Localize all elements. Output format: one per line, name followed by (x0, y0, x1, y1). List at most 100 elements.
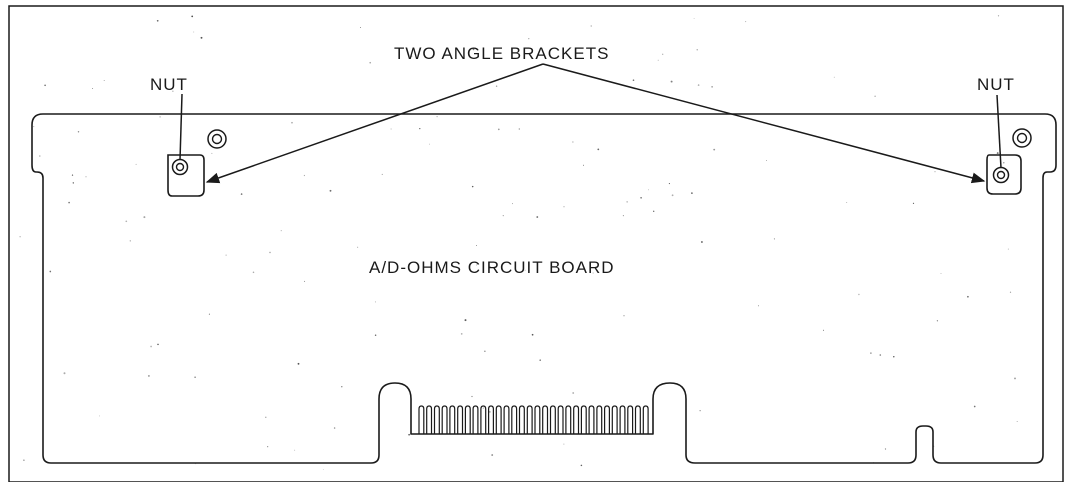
connector-finger (418, 405, 425, 434)
speckle-dot (252, 271, 255, 274)
speckle-dot (333, 427, 336, 429)
speckle-dot (622, 215, 624, 217)
left-nut-outer (171, 158, 189, 176)
speckle-dot (592, 272, 594, 274)
speckle-dot (874, 95, 876, 97)
speckle-dot (893, 355, 895, 358)
speckle-dot (932, 445, 935, 447)
speckle-dot (475, 264, 477, 266)
speckle-dot (471, 185, 474, 188)
scan-speckle (19, 15, 1018, 470)
speckle-dot (23, 459, 25, 461)
right-nut-inner (996, 170, 1006, 180)
speckle-dot (696, 49, 698, 51)
nut-right-label: NUT (977, 75, 1015, 94)
speckle-dot (491, 454, 494, 456)
speckle-dot (451, 264, 453, 267)
callout-arrow-left (205, 63, 544, 184)
speckle-dot (419, 128, 421, 130)
nut-left-label: NUT (150, 75, 188, 94)
speckle-dot (757, 305, 760, 307)
speckle-dot (870, 352, 872, 354)
speckle-dot (44, 84, 46, 87)
right-bracket-body (986, 154, 1022, 195)
speckle-dot (531, 333, 534, 336)
speckle-dot (291, 121, 293, 124)
speckle-dot (63, 372, 66, 375)
speckle-dot (194, 376, 196, 378)
brackets-callout-label: TWO ANGLE BRACKETS (394, 44, 610, 63)
speckle-dot (700, 241, 703, 243)
speckle-dot (211, 152, 213, 154)
speckle-dot (583, 164, 584, 166)
left-nut-inner (175, 162, 185, 172)
speckle-dot (99, 415, 100, 417)
left-bracket-body (167, 154, 205, 197)
speckle-dot (766, 160, 768, 162)
connector-finger (426, 405, 433, 434)
speckle-dot (33, 126, 35, 128)
page-frame (8, 5, 1064, 482)
speckle-dot (429, 143, 430, 145)
connector-finger (565, 405, 572, 434)
callout-arrow-right (542, 63, 986, 184)
speckle-dot (150, 345, 153, 348)
speckle-dot (626, 201, 628, 203)
speckle-dot (884, 448, 887, 450)
speckle-dot (408, 433, 410, 436)
speckle-dot (482, 407, 485, 409)
speckle-dot (49, 270, 52, 273)
speckle-dot (653, 210, 655, 212)
right-nut-outer (992, 166, 1010, 184)
speckle-dot (72, 182, 74, 184)
speckle-dot (147, 374, 150, 377)
speckle-dot (390, 128, 392, 130)
speckle-dot (488, 265, 491, 268)
speckle-dot (280, 230, 282, 232)
speckle-dot (773, 238, 775, 240)
board-name-label: A/D-OHMS CIRCUIT BOARD (369, 258, 615, 277)
connector-finger (634, 405, 641, 434)
speckle-dot (648, 189, 649, 191)
speckle-dot (77, 131, 80, 133)
speckle-dot (934, 171, 936, 173)
connector-finger (611, 405, 618, 434)
speckle-dot (240, 193, 243, 195)
speckle-dot (640, 196, 642, 199)
speckle-dot (341, 386, 343, 388)
speckle-dot (159, 116, 161, 118)
speckle-dot (374, 301, 376, 303)
speckle-dot (713, 148, 716, 151)
speckle-dot (936, 320, 939, 322)
speckle-dot (1014, 377, 1016, 380)
speckle-dot (745, 21, 747, 23)
speckle-dot (940, 273, 942, 275)
speckle-dot (879, 354, 882, 356)
speckle-dot (632, 79, 635, 82)
connector-finger (557, 405, 564, 434)
speckle-dot (360, 27, 361, 28)
speckle-dot (846, 202, 848, 203)
speckle-dot (973, 405, 976, 408)
speckle-dot (304, 280, 306, 282)
speckle-dot (872, 462, 875, 464)
speckle-dot (528, 38, 530, 40)
speckle-dot (476, 244, 477, 246)
connector-finger (549, 405, 556, 434)
speckle-dot (822, 329, 825, 331)
speckle-dot (225, 254, 227, 256)
left-angle-bracket (167, 154, 205, 197)
speckle-dot (662, 53, 664, 55)
speckle-dot (563, 206, 565, 208)
connector-finger (472, 405, 479, 434)
speckle-dot (693, 18, 695, 19)
speckle-dot (129, 240, 131, 242)
speckle-dot (92, 88, 94, 89)
speckle-dot (563, 443, 565, 445)
speckle-dot (472, 48, 475, 51)
speckle-dot (194, 462, 197, 465)
speckle-dot (502, 214, 504, 217)
speckle-dot (200, 36, 203, 39)
connector-finger (619, 405, 626, 434)
